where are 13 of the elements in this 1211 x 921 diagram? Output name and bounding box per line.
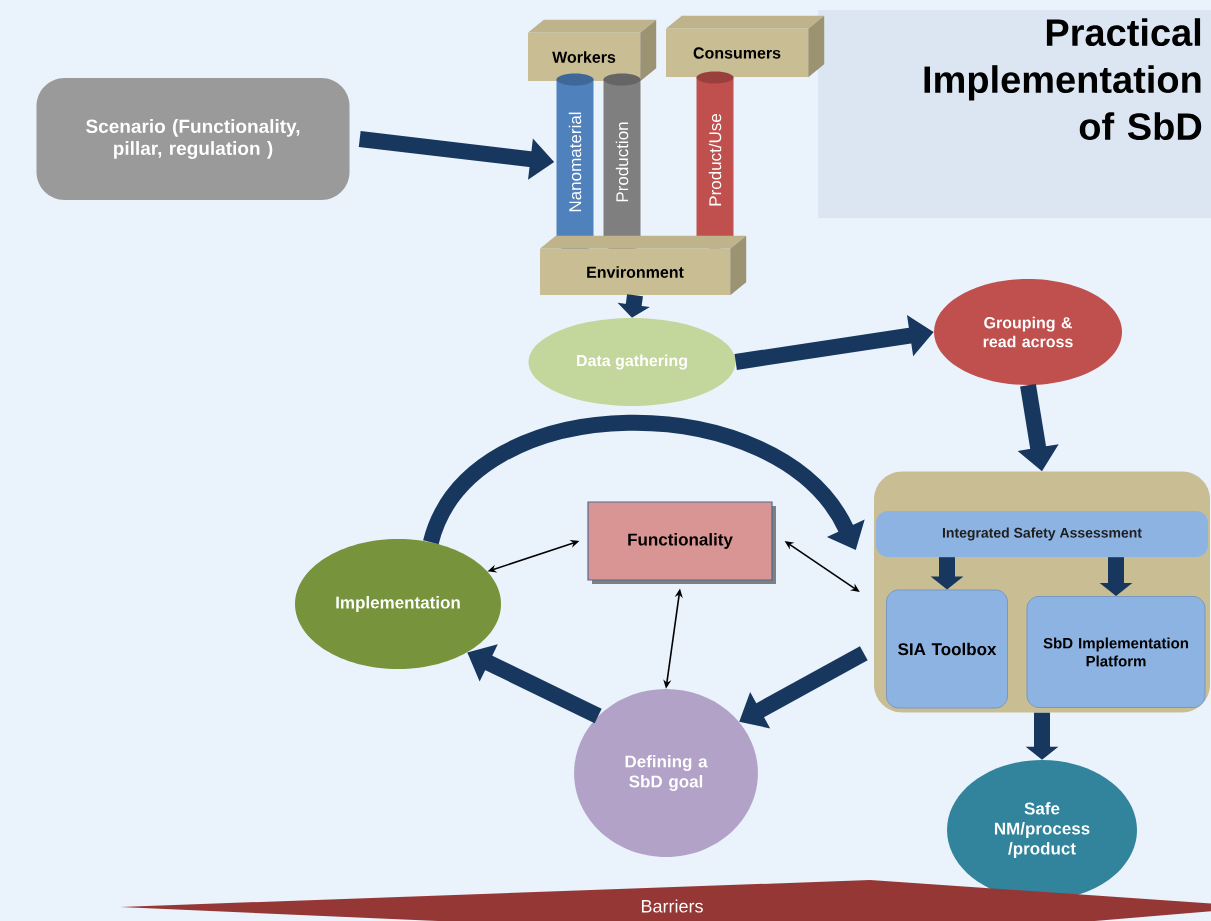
block: Environment <box>539 235 747 296</box>
cylinder: Production <box>603 73 641 251</box>
barrier-band: Barriers <box>120 880 1211 921</box>
process-box: Functionality <box>587 501 776 584</box>
scenario-box: Scenario (Functionality, pillar, regulation ) <box>36 78 350 200</box>
cylinder: Product/Use <box>696 71 734 249</box>
block: Consumers <box>665 15 825 78</box>
cylinder: Nanomaterial <box>556 73 594 251</box>
process-box: SbD Implementation Platform <box>1026 596 1206 708</box>
process-box: Integrated Safety Assessment <box>876 511 1208 557</box>
process-box: SIA Toolbox <box>886 589 1008 709</box>
title: Practical Implementation of SbD <box>818 10 1211 218</box>
block: Workers <box>527 19 657 82</box>
